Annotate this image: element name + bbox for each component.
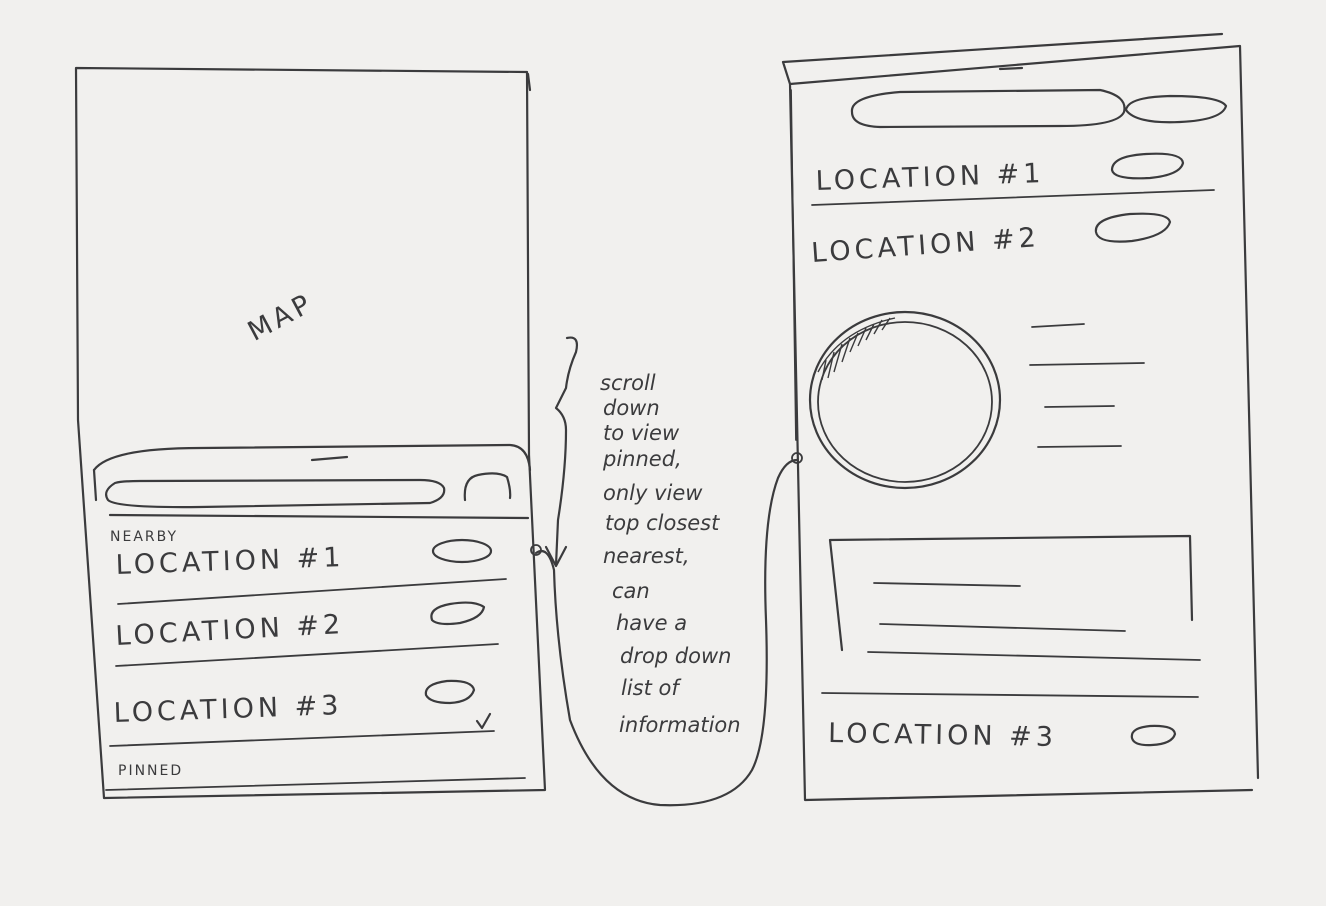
photo-shading xyxy=(817,317,896,381)
bottom-sheet[interactable] xyxy=(92,443,532,520)
right-phone-frame xyxy=(781,32,1260,802)
note-line: drop down xyxy=(620,644,731,668)
section-nearby: NEARBY xyxy=(110,529,178,545)
search-bar[interactable] xyxy=(850,88,1126,129)
scroll-brace xyxy=(544,336,579,568)
pin-toggle[interactable] xyxy=(431,538,493,564)
connector-line xyxy=(534,458,799,807)
right-location-label: LOCATION #2 xyxy=(810,222,1040,269)
left-location-row[interactable]: LOCATION #1 xyxy=(115,538,507,605)
map-label: MAP xyxy=(243,287,319,347)
row-divider xyxy=(821,692,1199,698)
note-line: information xyxy=(619,713,741,737)
right-location-label: LOCATION #3 xyxy=(828,718,1057,753)
note-line: can xyxy=(612,579,650,603)
search-bar[interactable] xyxy=(105,478,446,509)
note-line: scroll xyxy=(600,371,656,395)
card-line xyxy=(873,582,1021,587)
detail-line xyxy=(1044,405,1115,408)
note-line: pinned, xyxy=(602,447,682,471)
note-line: list of xyxy=(621,676,682,700)
left-location-label: LOCATION #2 xyxy=(115,609,345,652)
left-location-row[interactable]: LOCATION #2 xyxy=(115,601,499,667)
right-location-row[interactable]: LOCATION #2 xyxy=(810,212,1172,269)
location-details-dropdown xyxy=(808,310,1201,661)
note-line: nearest, xyxy=(603,544,690,568)
pin-toggle[interactable] xyxy=(430,601,486,626)
note-line: only view xyxy=(603,481,703,505)
right-location-row[interactable]: LOCATION #3 xyxy=(828,718,1177,753)
pin-toggle[interactable] xyxy=(424,679,476,705)
chevron-down-icon[interactable] xyxy=(475,712,492,730)
pin-toggle[interactable] xyxy=(1094,212,1172,243)
detail-card xyxy=(828,534,1194,652)
location-photo xyxy=(808,310,1002,490)
pin-toggle[interactable] xyxy=(1130,724,1177,747)
pin-toggle[interactable] xyxy=(1110,152,1185,180)
right-location-row[interactable]: LOCATION #1 xyxy=(811,152,1215,206)
card-line xyxy=(867,651,1201,661)
left-phone-frame xyxy=(74,66,547,800)
card-line xyxy=(879,623,1126,632)
section-pinned: PINNED xyxy=(118,763,183,779)
right-location-label: LOCATION #1 xyxy=(815,158,1045,197)
bottom-line xyxy=(105,777,526,791)
note-line: to view xyxy=(603,421,680,445)
note-line: top closest xyxy=(605,511,720,535)
left-location-label: LOCATION #1 xyxy=(115,542,345,581)
annotation-note: scroll down to view pinned, only view to… xyxy=(600,371,741,737)
connector-end xyxy=(530,544,542,556)
right-search-row[interactable] xyxy=(850,88,1228,129)
drag-handle[interactable] xyxy=(310,455,349,462)
detail-line xyxy=(1037,445,1122,448)
detail-line xyxy=(1031,323,1085,328)
filter-button[interactable] xyxy=(1124,94,1228,124)
notch xyxy=(998,66,1024,71)
detail-line xyxy=(1029,362,1145,366)
note-line: have a xyxy=(616,611,687,635)
note-line: down xyxy=(603,396,660,420)
left-location-row[interactable]: LOCATION #3 xyxy=(109,679,495,747)
filter-button[interactable] xyxy=(463,472,512,502)
left-location-label: LOCATION #3 xyxy=(113,690,343,729)
